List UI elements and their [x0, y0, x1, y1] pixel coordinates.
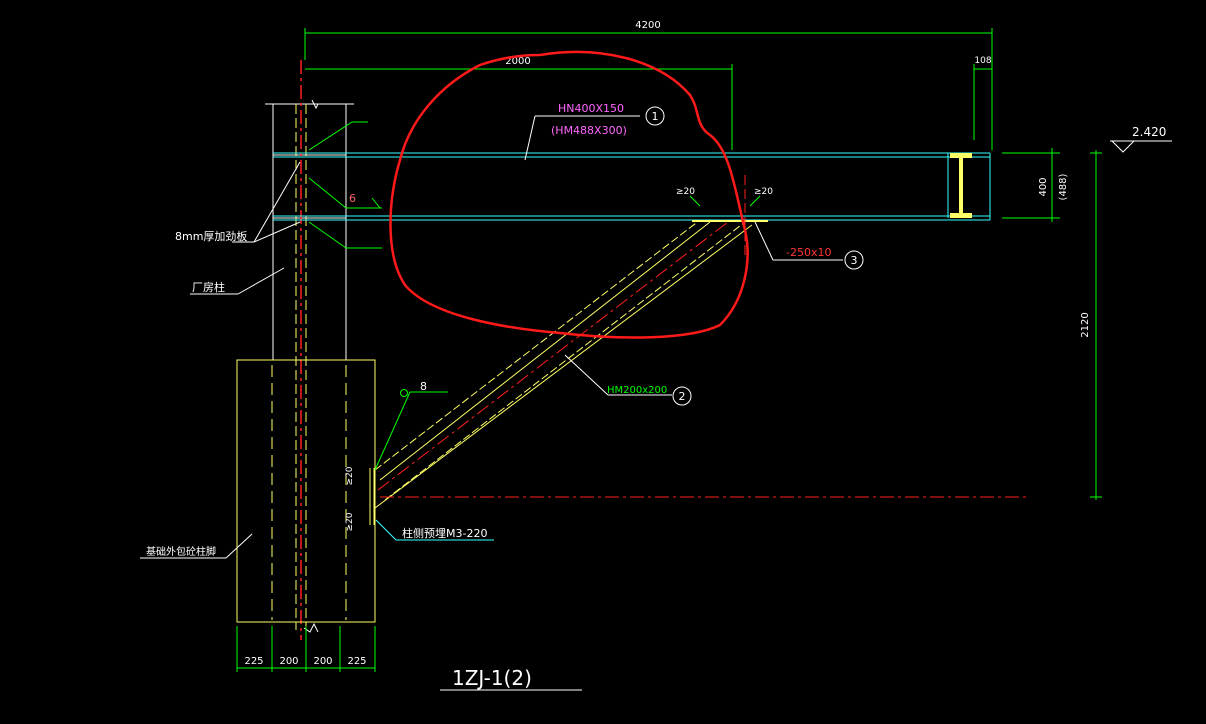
marker-3: 3 — [844, 250, 864, 270]
weld-size-8: 8 — [420, 380, 427, 393]
main-beam — [273, 152, 991, 221]
right-dimension-lines — [1002, 148, 1102, 500]
beam-section-label: HN400X150 — [558, 102, 624, 115]
leader-lines — [140, 115, 843, 559]
elevation-value: 2.420 — [1132, 125, 1166, 139]
weld-length-20-c: ≥20 — [345, 466, 355, 485]
dim-end-offset: 108 — [974, 56, 991, 66]
break-mark-top — [311, 99, 319, 110]
red-annotation-circle — [389, 50, 749, 339]
marker-2-number: 2 — [679, 390, 686, 403]
diagonal-brace — [374, 219, 753, 509]
foundation-label: 基础外包砼柱脚 — [146, 545, 216, 558]
dim-beam-extension: 2000 — [505, 56, 530, 67]
base-dim-200-right: 200 — [313, 656, 332, 667]
embed-label: 柱侧预埋M3-220 — [402, 526, 487, 540]
base-dim-200-left: 200 — [279, 656, 298, 667]
elevation-marker — [1110, 140, 1172, 153]
dim-beam-depth-alt: (488) — [1058, 173, 1069, 200]
marker-1-number: 1 — [652, 110, 659, 123]
base-dim-225-left: 225 — [244, 656, 263, 667]
embed-leader — [375, 519, 397, 541]
base-dimension-line — [236, 626, 376, 672]
weld-symbols — [308, 121, 761, 471]
weld-size-6: 6 — [349, 192, 356, 205]
dim-height: 2120 — [1080, 312, 1091, 337]
dim-beam-depth: 400 — [1038, 177, 1049, 196]
i-section-symbol — [950, 153, 972, 218]
weld-length-20-d: ≥20 — [345, 512, 355, 531]
brace-centerline — [377, 221, 729, 491]
factory-column — [265, 103, 354, 630]
dim-overall-span: 4200 — [635, 20, 660, 31]
column-label: 厂房柱 — [192, 280, 225, 294]
brace-section-label: HM200x200 — [607, 385, 667, 396]
weld-length-20-b: ≥20 — [754, 187, 773, 197]
weld-length-20-a: ≥20 — [676, 187, 695, 197]
marker-3-number: 3 — [851, 254, 858, 267]
marker-1: 1 — [645, 106, 665, 126]
marker-2: 2 — [672, 386, 692, 406]
stiffener-label: 8mm厚加劲板 — [175, 229, 247, 243]
foundation-encasement — [236, 359, 376, 623]
beam-section-alt-label: (HM488X300) — [551, 124, 627, 137]
break-mark-bottom — [303, 622, 319, 633]
base-dim-225-right: 225 — [347, 656, 366, 667]
plate-label: -250x10 — [786, 246, 831, 259]
drawing-title: 1ZJ-1(2) — [452, 666, 532, 690]
top-dimension-lines — [304, 28, 993, 150]
